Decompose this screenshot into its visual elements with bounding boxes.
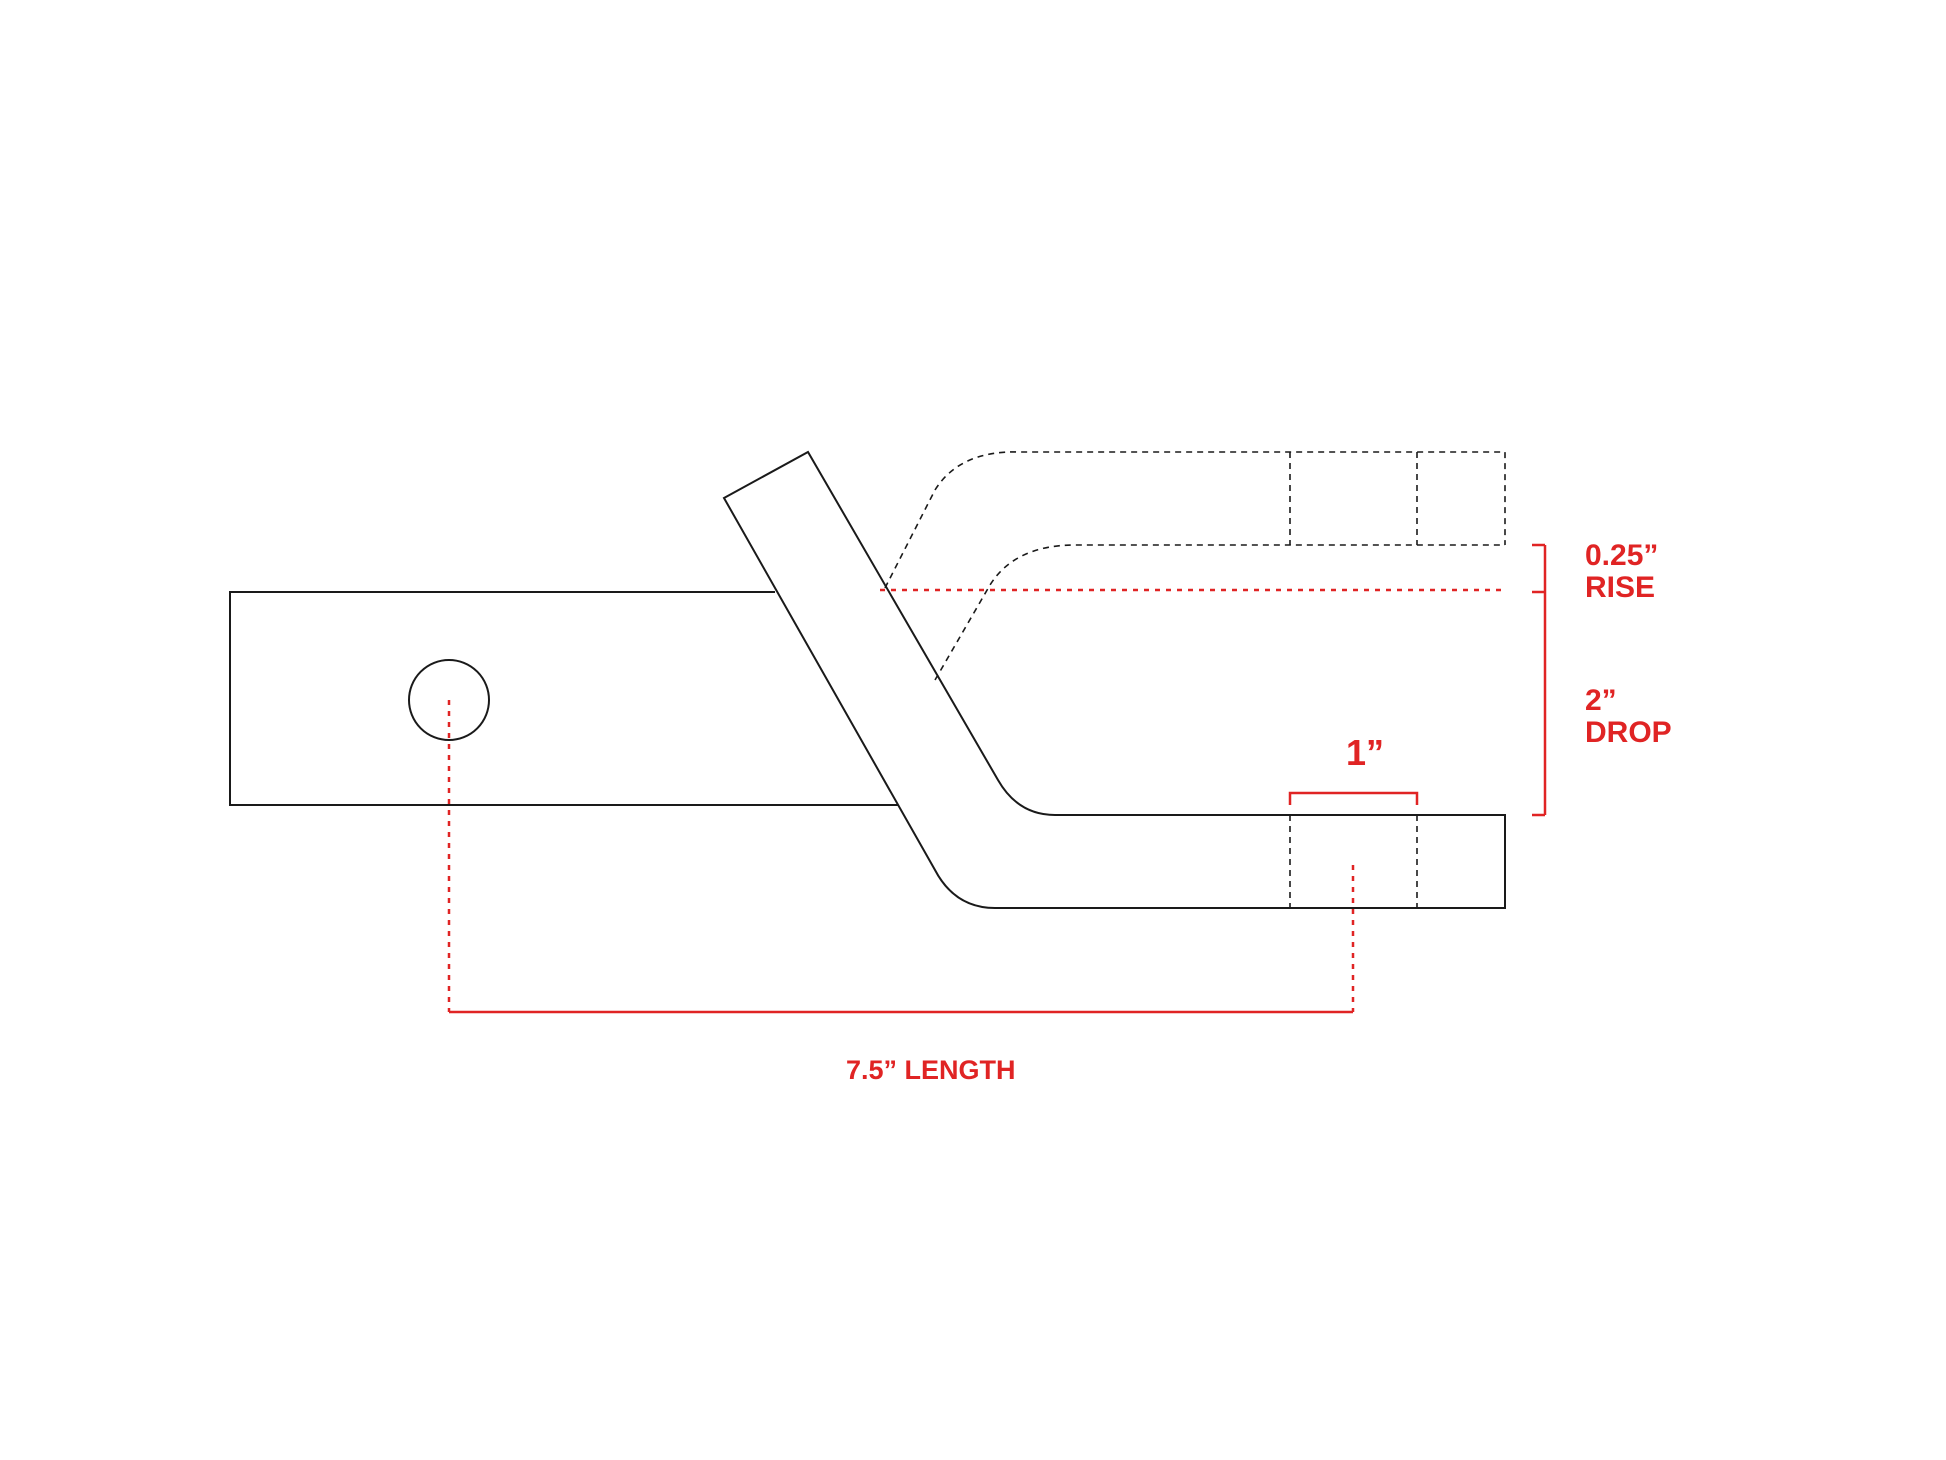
receiver-shank — [229, 591, 898, 806]
drop-value: 2” — [1585, 684, 1617, 717]
length-label: 7.5” LENGTH — [846, 1055, 1016, 1085]
drop-label: 2” DROP — [1585, 685, 1672, 748]
shank-outline — [229, 591, 898, 806]
drop-shank — [722, 450, 1506, 909]
rise-name: RISE — [1585, 570, 1656, 604]
tip-bracket-line — [1288, 791, 1419, 805]
ghost-shank-upper-edge — [884, 451, 1506, 589]
ghost-shank-lower-edge — [934, 544, 1505, 681]
drop-name: DROP — [1585, 715, 1672, 749]
rise-label: 0.25” RISE — [1585, 540, 1658, 603]
rise-position-outline — [884, 451, 1506, 681]
drop-shank-outline — [722, 450, 1506, 909]
tip-bracket — [1288, 791, 1419, 805]
length-text: 7.5” LENGTH — [846, 1055, 1016, 1085]
rise-drop-bracket — [1532, 543, 1547, 817]
length-dimension — [447, 700, 1355, 1014]
tip-value: 1” — [1346, 732, 1385, 773]
rise-value: 0.25” — [1585, 539, 1659, 572]
tip-label: 1” — [1346, 734, 1384, 772]
pin-hole — [408, 659, 490, 741]
